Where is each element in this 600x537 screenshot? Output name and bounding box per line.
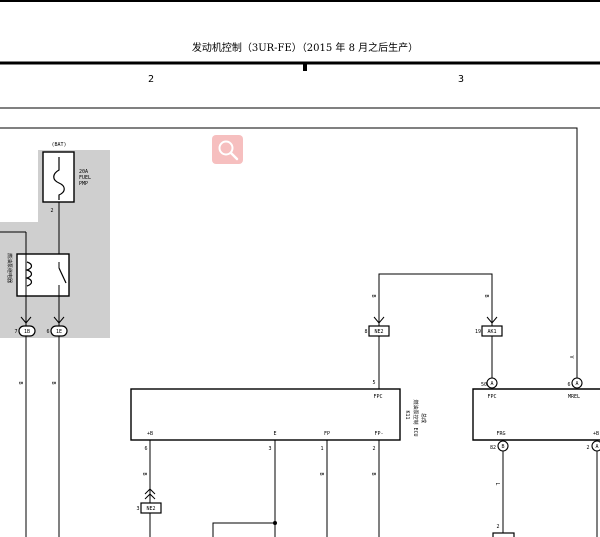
connector-name: 1B <box>24 329 30 335</box>
connector-name: AK1 <box>487 329 496 335</box>
ecu-pin-fp: FP <box>324 431 330 437</box>
wire-color: V <box>568 355 574 358</box>
connector-arrow-icon <box>373 316 385 324</box>
pin-connector: A <box>595 444 598 450</box>
ecu-label-name: 燃油泵控制 ECU <box>412 399 419 436</box>
pin-number: 2 <box>586 445 589 451</box>
connector-arrow-icon <box>486 316 498 324</box>
pin-number: 1 <box>320 446 323 452</box>
splice-point <box>273 521 277 525</box>
fuse-name-2: PMP <box>79 181 88 187</box>
fuel-pump-relay: 燃油泵继电器 <box>6 253 70 297</box>
connector-arrow-icon <box>20 316 32 324</box>
connector-pin: 7 <box>14 329 17 335</box>
column-number-2: 2 <box>148 74 154 85</box>
wire-color: B <box>50 381 56 384</box>
connector-NE2-bottom: 3 NE2 <box>136 502 162 514</box>
search-button[interactable] <box>212 135 243 164</box>
page-title: 发动机控制（3UR-FE）（2015 年 8 月之后生产） <box>192 41 418 54</box>
ecu-pin-fpc: FPC <box>373 394 382 400</box>
ecu2-pin-fpc: FPC <box>487 394 496 400</box>
connector-shape <box>18 325 36 337</box>
connector-name: NE2 <box>146 506 155 512</box>
wire-color: B <box>318 472 324 475</box>
connector-pin: 19 <box>475 329 481 335</box>
fuse-amp: 20A <box>79 169 88 175</box>
connector-pin: 6 <box>46 329 49 335</box>
pin-number: 2 <box>372 446 375 452</box>
engine-ecu: 50 A 6 A FPC MREL FRG +B 82 B 2 A <box>472 377 600 452</box>
pin-connector: A <box>575 381 578 387</box>
wire-color: B <box>141 472 147 475</box>
connector-pin: 8 <box>364 329 367 335</box>
ecu-pin-plus-b: +B <box>147 431 153 437</box>
fuel-pump-control-ecu: FPC +B E FP FP- K11 燃油泵控制 ECU 总成 <box>130 388 427 441</box>
header: 发动机控制（3UR-FE）（2015 年 8 月之后生产） 2 3 <box>0 0 600 109</box>
pin-number: 6 <box>567 382 570 388</box>
relay-switch-contact-icon <box>58 267 67 284</box>
search-button-bg[interactable] <box>212 135 243 164</box>
search-icon <box>218 140 239 161</box>
ground-branch-wire <box>212 522 275 537</box>
connector-pin: 3 <box>136 506 139 512</box>
ecu-pin-fp-minus: FP- <box>374 431 383 437</box>
fuse-fuel-pmp: (BAT) 20A FUEL PMP 2 <box>42 142 91 214</box>
ecu-label-code: K11 <box>404 410 410 419</box>
connector-name: 1E <box>56 329 62 335</box>
pin-connector: B <box>501 444 504 450</box>
ecu-pin-e: E <box>273 431 276 437</box>
connector-arrow-icon <box>53 316 65 324</box>
ecu2-box <box>472 388 600 441</box>
ecu2-pin-frg: FRG <box>496 431 505 437</box>
ecu2-pin-plus-b: +B <box>593 431 599 437</box>
fuse-name-1: FUEL <box>79 175 91 181</box>
connector-1B: 7 1B <box>14 325 36 337</box>
pin-circle <box>486 377 498 389</box>
relay-coil-icon <box>25 261 33 287</box>
wire-color: B <box>483 294 489 297</box>
pin-number: 50 <box>481 382 487 388</box>
connector-shape <box>140 502 162 514</box>
fuse-element-icon <box>53 157 65 200</box>
column-divider-tick <box>303 63 307 71</box>
connector-name: NE2 <box>374 329 383 335</box>
pin-number: 6 <box>144 446 147 452</box>
wire-color: B <box>17 381 23 384</box>
column-number-3: 3 <box>458 74 464 85</box>
connector-pin: 5 <box>372 380 375 386</box>
connector-double-arrow-icon <box>144 488 156 500</box>
connector-NE2-top: 8 NE2 <box>364 325 390 337</box>
relay-label: 燃油泵继电器 <box>6 253 13 283</box>
pin-number: 82 <box>490 445 496 451</box>
bat-label: (BAT) <box>51 142 66 148</box>
pin-circle <box>571 377 583 389</box>
connector-AK1: 19 AK1 <box>475 325 503 337</box>
wire-color: B <box>370 472 376 475</box>
pin-number: 3 <box>268 446 271 452</box>
pin-connector: A <box>490 381 493 387</box>
relay-box <box>16 253 70 297</box>
fpc-loop-wire <box>378 273 493 326</box>
ecu-label-assembly: 总成 <box>420 413 427 423</box>
ecu2-pin-mrel: MREL <box>568 394 580 400</box>
wire-color: B <box>370 294 376 297</box>
wire-color: L <box>494 482 500 485</box>
fuse-pin: 2 <box>50 208 53 214</box>
pin-number: 2 <box>496 524 499 530</box>
mrel-feed-wire <box>0 127 578 378</box>
ecu-box <box>130 388 401 441</box>
bottom-connector-shape <box>492 532 515 537</box>
